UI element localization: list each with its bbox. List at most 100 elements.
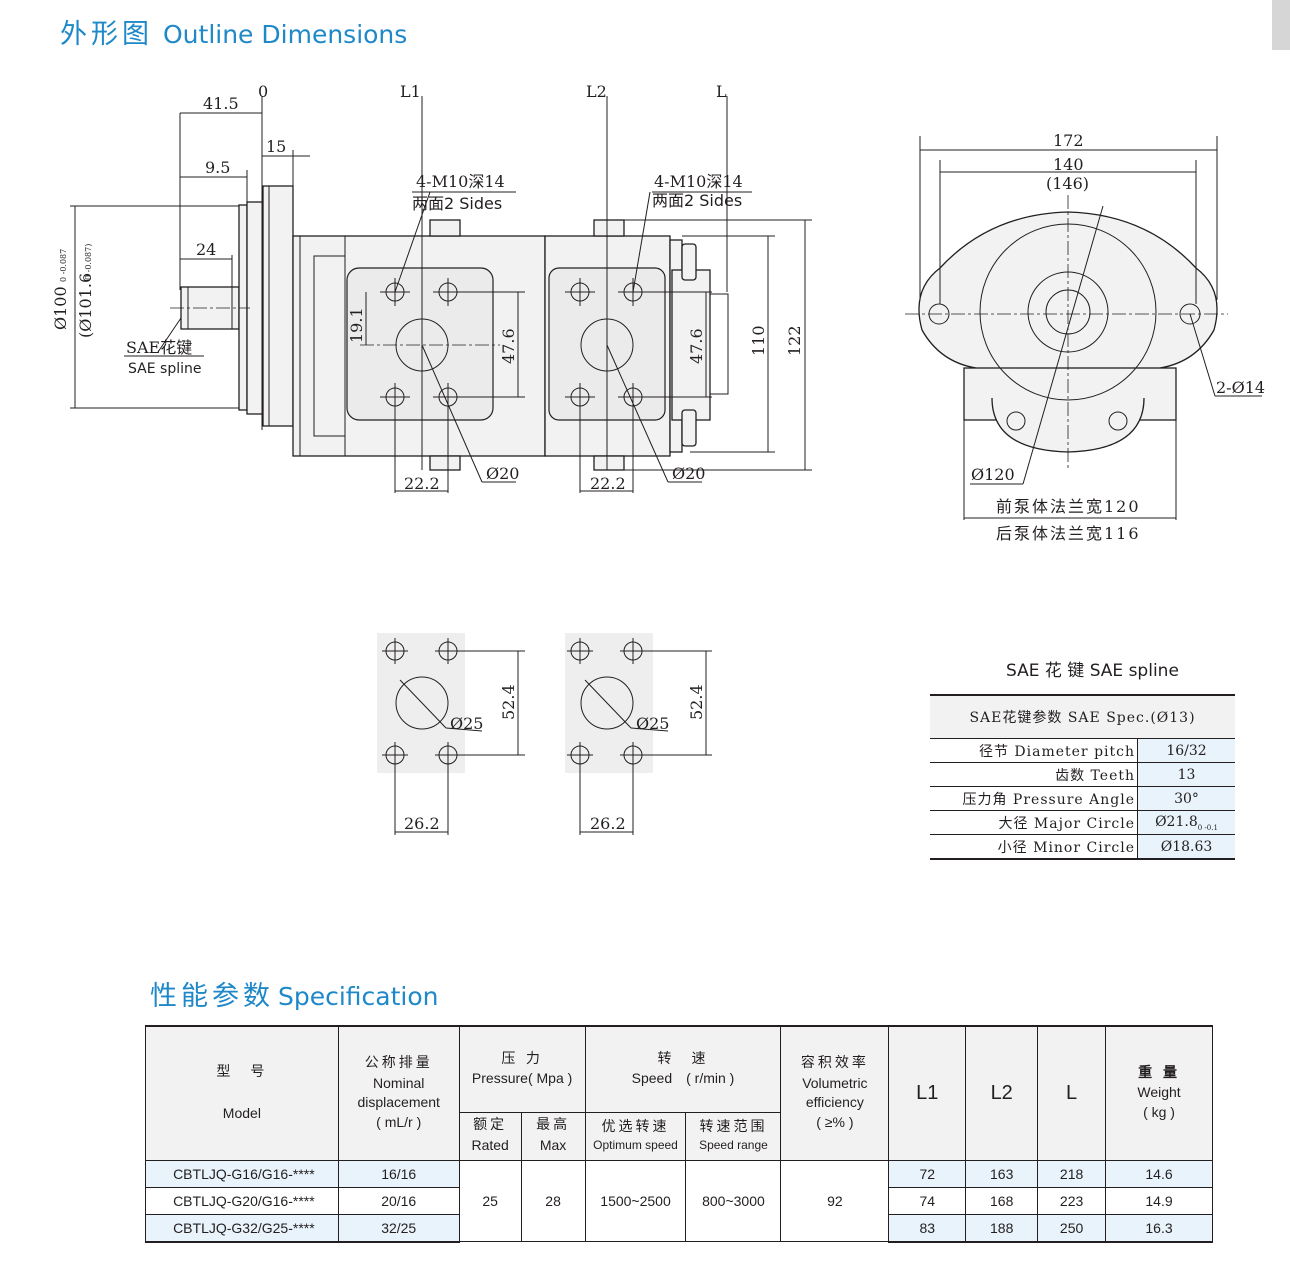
spline-value: Ø18.63	[1137, 834, 1235, 860]
dim-dia100: Ø100	[51, 286, 70, 330]
cell-l2: 163	[965, 1159, 1039, 1188]
dim-dia120: Ø120	[971, 465, 1015, 484]
rear-bolt-top	[681, 243, 697, 281]
outline-title-cn: 外形图	[60, 19, 153, 50]
table-row: CBTLJQ-G32/G25-**** 32/25 83 188 250 16.…	[145, 1213, 1213, 1243]
note-sides-rear: 两面2 Sides	[652, 191, 742, 210]
dim-110: 110	[749, 325, 768, 356]
dim-52-4-rear: 52.4	[687, 684, 706, 720]
cell-l1: 72	[888, 1159, 967, 1188]
dim-9-5: 9.5	[205, 158, 230, 177]
col-opt-en: Optimum speed	[593, 1138, 678, 1153]
col-eff-unit: ( ≥% )	[816, 1113, 854, 1130]
dim-dia20-rear: Ø20	[672, 464, 705, 483]
outline-drawing: 0 L1 L2 L 41.5 15 9.5 24 Ø100 0 -0.087 (…	[51, 82, 1265, 835]
rear-bolt-bottom	[681, 409, 697, 447]
cell-weight: 14.9	[1105, 1186, 1213, 1215]
col-opt-cn: 优选转速	[601, 1118, 670, 1135]
dim-15: 15	[266, 137, 286, 156]
dim-26-2-front: 26.2	[404, 814, 440, 833]
dim-52-4-front: 52.4	[499, 684, 518, 720]
note-thread-rear: 4-M10深14	[654, 172, 743, 191]
col-l1: L1	[888, 1025, 967, 1161]
spline-table: SAE花键参数 SAE Spec.(Ø13) 径节 Diameter pitch…	[930, 694, 1235, 860]
spec-title-cn: 性能参数	[150, 981, 274, 1012]
spline-value: 30°	[1137, 786, 1235, 811]
cell-efficiency: 92	[780, 1159, 890, 1242]
dim-47-6-front: 47.6	[499, 328, 518, 364]
cell-model: CBTLJQ-G16/G16-****	[145, 1159, 339, 1188]
mounting-flange	[238, 204, 248, 411]
cell-weight: 14.6	[1105, 1159, 1213, 1188]
cell-range: 800~3000	[685, 1159, 782, 1242]
dim-dia25-rear: Ø25	[636, 714, 669, 733]
side-view: 0 L1 L2 L 41.5 15 9.5 24 Ø100 0 -0.087 (…	[51, 82, 812, 493]
col-rated-cn: 额定	[473, 1117, 508, 1134]
cell-weight: 16.3	[1105, 1213, 1213, 1243]
spline-header: SAE花键参数 SAE Spec.(Ø13)	[930, 694, 1235, 739]
spline-key: 小径 Minor Circle	[930, 834, 1138, 860]
port-detail-rear: 52.4 26.2 Ø25	[565, 633, 712, 835]
cell-l2: 188	[965, 1213, 1039, 1243]
spline-key: 大径 Major Circle	[930, 810, 1138, 835]
col-model-cn: 型 号	[216, 1063, 268, 1080]
col-disp-cn: 公称排量	[364, 1055, 433, 1072]
outline-title-en: Outline Dimensions	[163, 20, 408, 49]
spline-title: SAE 花 键 SAE spline	[1006, 661, 1179, 681]
col-l2: L2	[965, 1025, 1039, 1161]
col-model: 型 号 Model	[145, 1025, 339, 1161]
col-eff-en: Volumetric	[802, 1074, 868, 1091]
cell-disp: 32/25	[337, 1213, 460, 1243]
dim-dia100-tol: 0 -0.087	[59, 249, 68, 282]
cell-l: 250	[1037, 1213, 1107, 1243]
dim-dia101-6: (Ø101.6	[76, 273, 95, 338]
dim-22-2-rear: 22.2	[590, 474, 626, 493]
spline-value-tol: 0 -0.1	[1197, 823, 1218, 832]
note-flange-rear: 后泵体法兰宽116	[996, 524, 1141, 543]
cell-max: 28	[520, 1159, 586, 1242]
note-flange-front: 前泵体法兰宽120	[996, 497, 1141, 516]
spline-value: 13	[1137, 762, 1235, 787]
col-max-en: Max	[539, 1137, 567, 1153]
dim-26-2-rear: 26.2	[590, 814, 626, 833]
table-row: CBTLJQ-G20/G16-**** 20/16 74 168 223 14.…	[145, 1186, 1213, 1215]
col-model-en: Model	[222, 1105, 261, 1122]
spline-key: 压力角 Pressure Angle	[930, 786, 1138, 811]
dim-41-5: 41.5	[203, 94, 239, 113]
col-range-cn: 转速范围	[699, 1118, 768, 1135]
cell-l: 218	[1037, 1159, 1107, 1188]
col-weight-cn: 重 量	[1138, 1064, 1180, 1081]
label-l1: L1	[400, 82, 421, 101]
dim-146: (146)	[1046, 174, 1089, 193]
col-pressure-cn: 压 力	[501, 1050, 543, 1067]
dim-dia25-front: Ø25	[450, 714, 483, 733]
col-eff-cn: 容积效率	[800, 1055, 869, 1072]
col-disp-unit: ( mL/r )	[376, 1113, 422, 1130]
note-spline-cn: SAE花键	[126, 338, 192, 357]
col-pressure: 压 力 Pressure( Mpa )	[458, 1025, 586, 1113]
cell-rated: 25	[458, 1159, 522, 1242]
col-disp-en: Nominal	[373, 1074, 425, 1091]
cell-disp: 20/16	[337, 1186, 460, 1215]
dim-22-2-front: 22.2	[404, 474, 440, 493]
note-thread-front: 4-M10深14	[416, 172, 505, 191]
spline-key: 径节 Diameter pitch	[930, 738, 1138, 763]
outline-title: 外形图 Outline Dimensions	[60, 12, 407, 51]
label-origin: 0	[258, 82, 268, 101]
dim-172: 172	[1053, 131, 1084, 150]
front-port-plate	[346, 267, 494, 421]
col-disp-en2: displacement	[357, 1094, 440, 1111]
cell-optimum: 1500~2500	[584, 1159, 687, 1242]
cell-disp: 16/16	[337, 1159, 460, 1188]
col-speed-en: Speed ( r/min )	[631, 1070, 735, 1087]
col-weight-unit: ( kg )	[1143, 1104, 1175, 1121]
cell-l1: 83	[888, 1213, 967, 1243]
spline-key: 齿数 Teeth	[930, 762, 1138, 787]
dim-dia101-6-tol: 0 -0.087)	[84, 244, 93, 280]
